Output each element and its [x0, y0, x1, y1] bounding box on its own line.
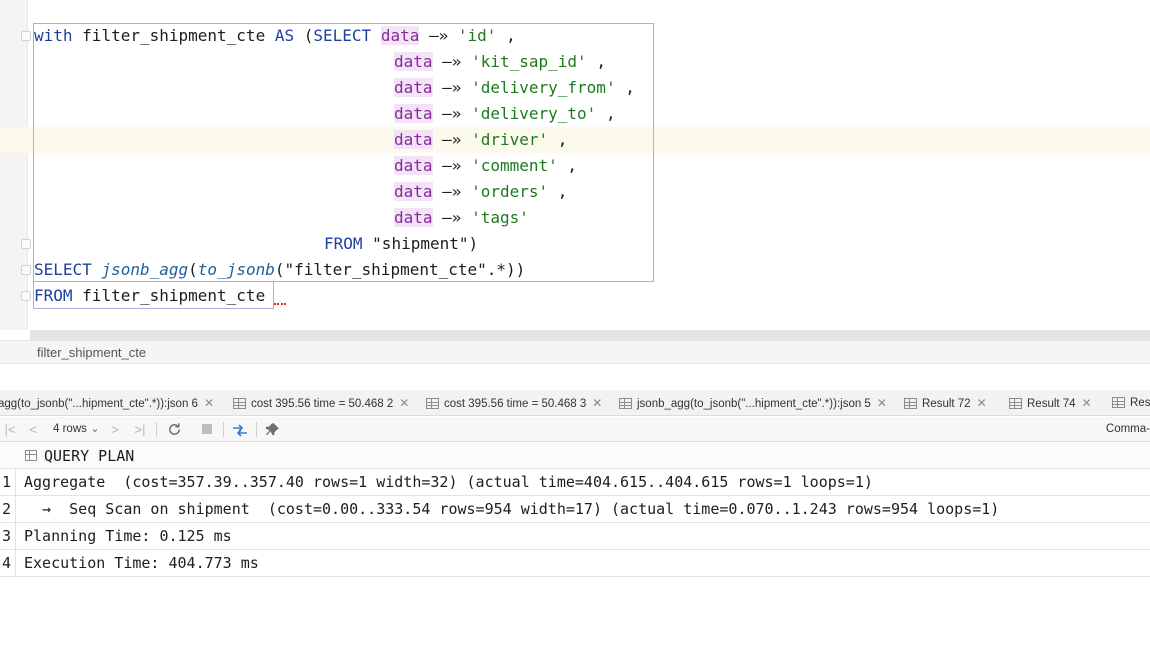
editor-gutter [0, 0, 31, 330]
breadcrumb-bar: filter_shipment_cte [0, 340, 1150, 364]
column-header-label: QUERY PLAN [44, 447, 135, 465]
fold-marker-icon[interactable] [21, 239, 31, 249]
table-icon [1009, 398, 1022, 409]
last-page-icon[interactable]: >| [134, 422, 146, 437]
fold-marker-icon[interactable] [21, 31, 31, 41]
editor-horizontal-scrollbar[interactable] [30, 330, 1150, 340]
statement-highlight-box [33, 23, 654, 282]
rows-dropdown[interactable]: 4 rows ⌄ [53, 423, 100, 435]
code-line-8[interactable]: data —» 'tags' [394, 208, 529, 227]
table-row[interactable]: 4 Execution Time: 404.773 ms [0, 550, 1150, 577]
next-page-icon[interactable]: > [111, 422, 119, 437]
toolbar-separator [256, 422, 257, 437]
fold-marker-icon[interactable] [21, 291, 31, 301]
table-icon [1112, 397, 1125, 408]
code-line-2[interactable]: data —» 'kit_sap_id' , [394, 52, 606, 71]
close-icon[interactable]: ✕ [1081, 396, 1092, 410]
reload-icon[interactable] [165, 420, 183, 439]
stop-icon[interactable] [199, 420, 215, 439]
chevron-down-icon: ⌄ [90, 423, 100, 435]
compare-icon[interactable] [230, 420, 250, 439]
table-cell[interactable]: Execution Time: 404.773 ms [24, 554, 259, 572]
code-line-1[interactable]: with filter_shipment_cte AS (SELECT data… [34, 26, 516, 45]
table-row[interactable]: 2 → Seq Scan on shipment (cost=0.00..333… [0, 496, 1150, 523]
code-line-6[interactable]: data —» 'comment' , [394, 156, 578, 175]
prev-page-icon[interactable]: < [29, 422, 37, 437]
code-line-3[interactable]: data —» 'delivery_from' , [394, 78, 635, 97]
sql-editor[interactable]: with filter_shipment_cte AS (SELECT data… [0, 0, 1150, 330]
toolbar-separator [156, 422, 157, 437]
table-cell[interactable]: Aggregate (cost=357.39..357.40 rows=1 wi… [24, 473, 873, 491]
code-line-5[interactable]: data —» 'driver' , [394, 130, 568, 149]
result-tab[interactable]: agg(to_jsonb("...hipment_cte".*)):json 6… [0, 396, 214, 410]
column-icon [25, 450, 37, 461]
column-header[interactable]: QUERY PLAN [0, 443, 1150, 469]
close-icon[interactable]: ✕ [399, 396, 410, 410]
code-line-11[interactable]: FROM filter_shipment_cte [34, 286, 266, 305]
table-icon [426, 398, 439, 409]
table-icon [904, 398, 917, 409]
error-squiggle [274, 301, 286, 305]
result-tab[interactable]: Resu [1112, 390, 1150, 415]
row-number: 2 [0, 496, 16, 522]
row-number: 1 [0, 469, 16, 495]
caret-line-highlight [0, 127, 1150, 153]
code-line-10[interactable]: SELECT jsonb_agg(to_jsonb("filter_shipme… [34, 260, 526, 279]
row-number: 4 [0, 550, 16, 576]
code-line-4[interactable]: data —» 'delivery_to' , [394, 104, 616, 123]
table-cell[interactable]: Planning Time: 0.125 ms [24, 527, 232, 545]
table-cell[interactable]: → Seq Scan on shipment (cost=0.00..333.5… [24, 500, 1000, 518]
code-line-9[interactable]: FROM "shipment") [324, 234, 479, 253]
result-tab[interactable]: cost 395.56 time = 50.468 2✕ [233, 390, 410, 415]
table-row[interactable]: 1 Aggregate (cost=357.39..357.40 rows=1 … [0, 469, 1150, 496]
result-tab[interactable]: cost 395.56 time = 50.468 3✕ [426, 390, 603, 415]
close-icon[interactable]: ✕ [876, 396, 887, 410]
result-tab[interactable]: jsonb_agg(to_jsonb("...hipment_cte".*)):… [619, 390, 887, 415]
close-icon[interactable]: ✕ [592, 396, 603, 410]
breadcrumb[interactable]: filter_shipment_cte [37, 345, 147, 360]
result-tabs: agg(to_jsonb("...hipment_cte".*)):json 6… [0, 390, 1150, 416]
row-number: 3 [0, 523, 16, 549]
close-icon[interactable]: ✕ [976, 396, 987, 410]
results-grid: QUERY PLAN 1 Aggregate (cost=357.39..357… [0, 443, 1150, 577]
pin-icon[interactable] [263, 420, 281, 439]
fold-marker-icon[interactable] [21, 265, 31, 275]
table-icon [233, 398, 246, 409]
result-tab[interactable]: Result 74✕ [1009, 390, 1092, 415]
result-tab[interactable]: Result 72✕ [904, 390, 987, 415]
first-page-icon[interactable]: |< [4, 422, 16, 437]
toolbar-separator [223, 422, 224, 437]
export-format-dropdown[interactable]: Comma- [1105, 423, 1150, 435]
table-icon [619, 398, 632, 409]
table-row[interactable]: 3 Planning Time: 0.125 ms [0, 523, 1150, 550]
results-toolbar: |< < 4 rows ⌄ > >| Comma- [0, 417, 1150, 442]
code-line-7[interactable]: data —» 'orders' , [394, 182, 568, 201]
statement-highlight-box-tail [33, 281, 274, 309]
close-icon[interactable]: ✕ [203, 396, 214, 410]
